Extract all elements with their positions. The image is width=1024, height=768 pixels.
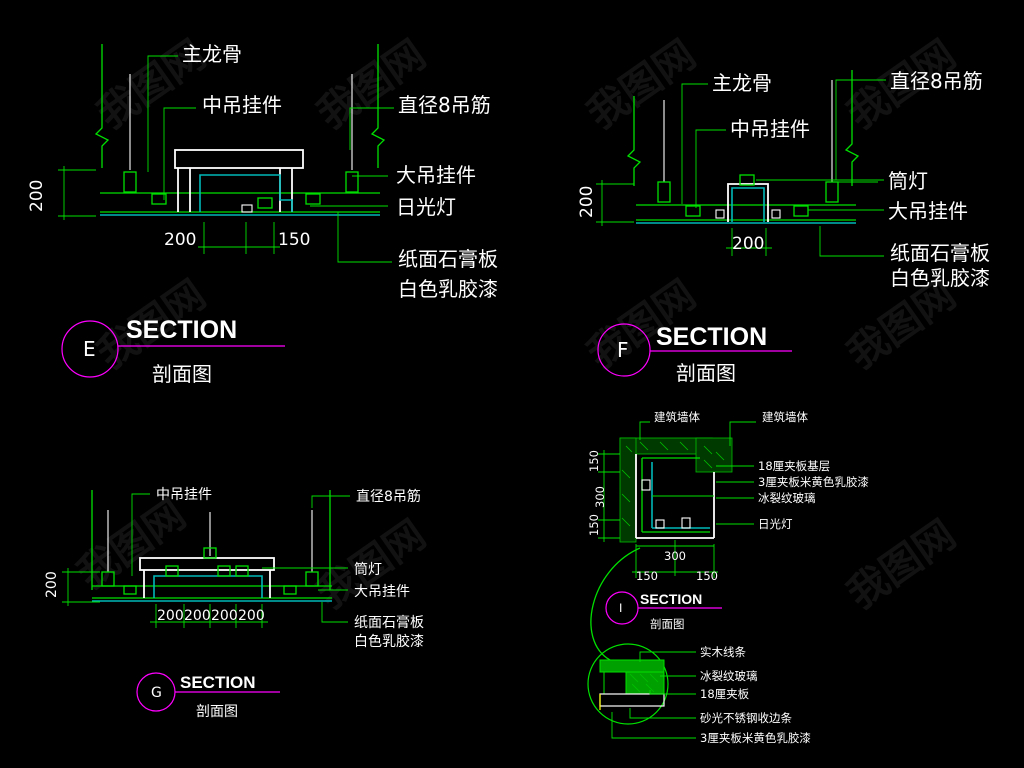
i-label-fluorescent: 日光灯 [758,517,793,531]
f-label-big-hanger: 大吊挂件 [888,199,968,223]
f-label-mid-hanger: 中吊挂件 [730,117,810,141]
g-label-board: 纸面石膏板 [354,614,424,631]
e-section-title: SECTION [126,316,237,344]
e-dim-height: 200 [27,180,47,212]
f-label-board: 纸面石膏板 [890,241,990,265]
e-section-marker-circle [61,320,119,378]
i-section-marker-letter: I [619,601,622,615]
e-label-fluorescent: 日光灯 [396,195,456,219]
f-label-rod: 直径8吊筋 [890,69,983,93]
g-dim-height: 200 [44,571,60,598]
e-section-subtitle: 剖面图 [152,362,212,386]
e-label-big-hanger: 大吊挂件 [396,163,476,187]
f-section-marker-letter: F [617,338,629,362]
g-section-subtitle: 剖面图 [196,704,238,720]
section-i-drawing [587,421,756,739]
i-label-ply3: 3厘夹板米黄色乳胶漆 [758,475,869,489]
f-section-subtitle: 剖面图 [676,361,736,385]
g-section-marker-letter: G [151,685,162,701]
f-dim-height: 200 [577,186,597,218]
g-label-downlight: 筒灯 [354,561,382,578]
g-dim-width-1: 200 [157,608,184,624]
g-section-title: SECTION [180,673,256,692]
f-dim-width: 200 [732,234,764,254]
f-label-paint: 白色乳胶漆 [890,266,990,290]
i-section-title: SECTION [640,591,702,607]
i-detail-label-steel: 砂光不锈钢收边条 [700,711,792,725]
i-dim-h1: 150 [587,450,601,472]
i-label-glass: 冰裂纹玻璃 [758,491,816,505]
section-e-drawing [58,44,394,263]
svg-text:我图网: 我图网 [579,32,704,139]
i-dim-h2: 300 [593,486,607,508]
g-dim-width-4: 200 [238,608,265,624]
e-dim-width-1: 200 [164,230,196,250]
g-label-mid-hanger: 中吊挂件 [156,487,212,503]
f-label-main-keel: 主龙骨 [712,71,772,95]
i-dim-width-1: 150 [636,569,658,583]
i-detail-label-ply18: 18厘夹板 [700,687,750,701]
g-dim-width-3: 200 [211,608,238,624]
svg-text:我图网: 我图网 [309,32,434,139]
e-label-main-keel: 主龙骨 [182,42,242,66]
e-label-mid-hanger: 中吊挂件 [202,93,282,117]
section-f-drawing [596,70,886,257]
section-g-drawing [62,490,350,628]
i-label-wall-2: 建筑墙体 [762,410,808,424]
i-detail-label-wood: 实木线条 [700,645,746,659]
i-detail-label-glass: 冰裂纹玻璃 [700,669,758,683]
f-label-downlight: 筒灯 [888,169,928,193]
e-section-marker-letter: E [83,337,96,361]
e-dim-width-2: 150 [278,230,310,250]
g-label-rod: 直径8吊筋 [356,488,421,505]
i-detail-label-ply3: 3厘夹板米黄色乳胶漆 [700,731,811,745]
i-label-ply18: 18厘夹板基层 [758,459,830,473]
g-label-big-hanger: 大吊挂件 [354,584,410,600]
i-dim-h3: 150 [587,514,601,536]
g-dim-width-2: 200 [184,608,211,624]
svg-text:我图网: 我图网 [839,512,964,619]
g-label-paint: 白色乳胶漆 [354,633,424,650]
e-label-paint: 白色乳胶漆 [398,277,498,301]
e-label-board: 纸面石膏板 [398,247,498,271]
f-section-marker-circle [597,323,651,377]
i-section-subtitle: 剖面图 [650,617,685,631]
i-dim-width-2: 150 [696,569,718,583]
f-section-title: SECTION [656,323,767,351]
i-dim-width: 300 [664,549,686,563]
i-label-wall-1: 建筑墙体 [654,410,700,424]
e-label-rod: 直径8吊筋 [398,93,491,117]
